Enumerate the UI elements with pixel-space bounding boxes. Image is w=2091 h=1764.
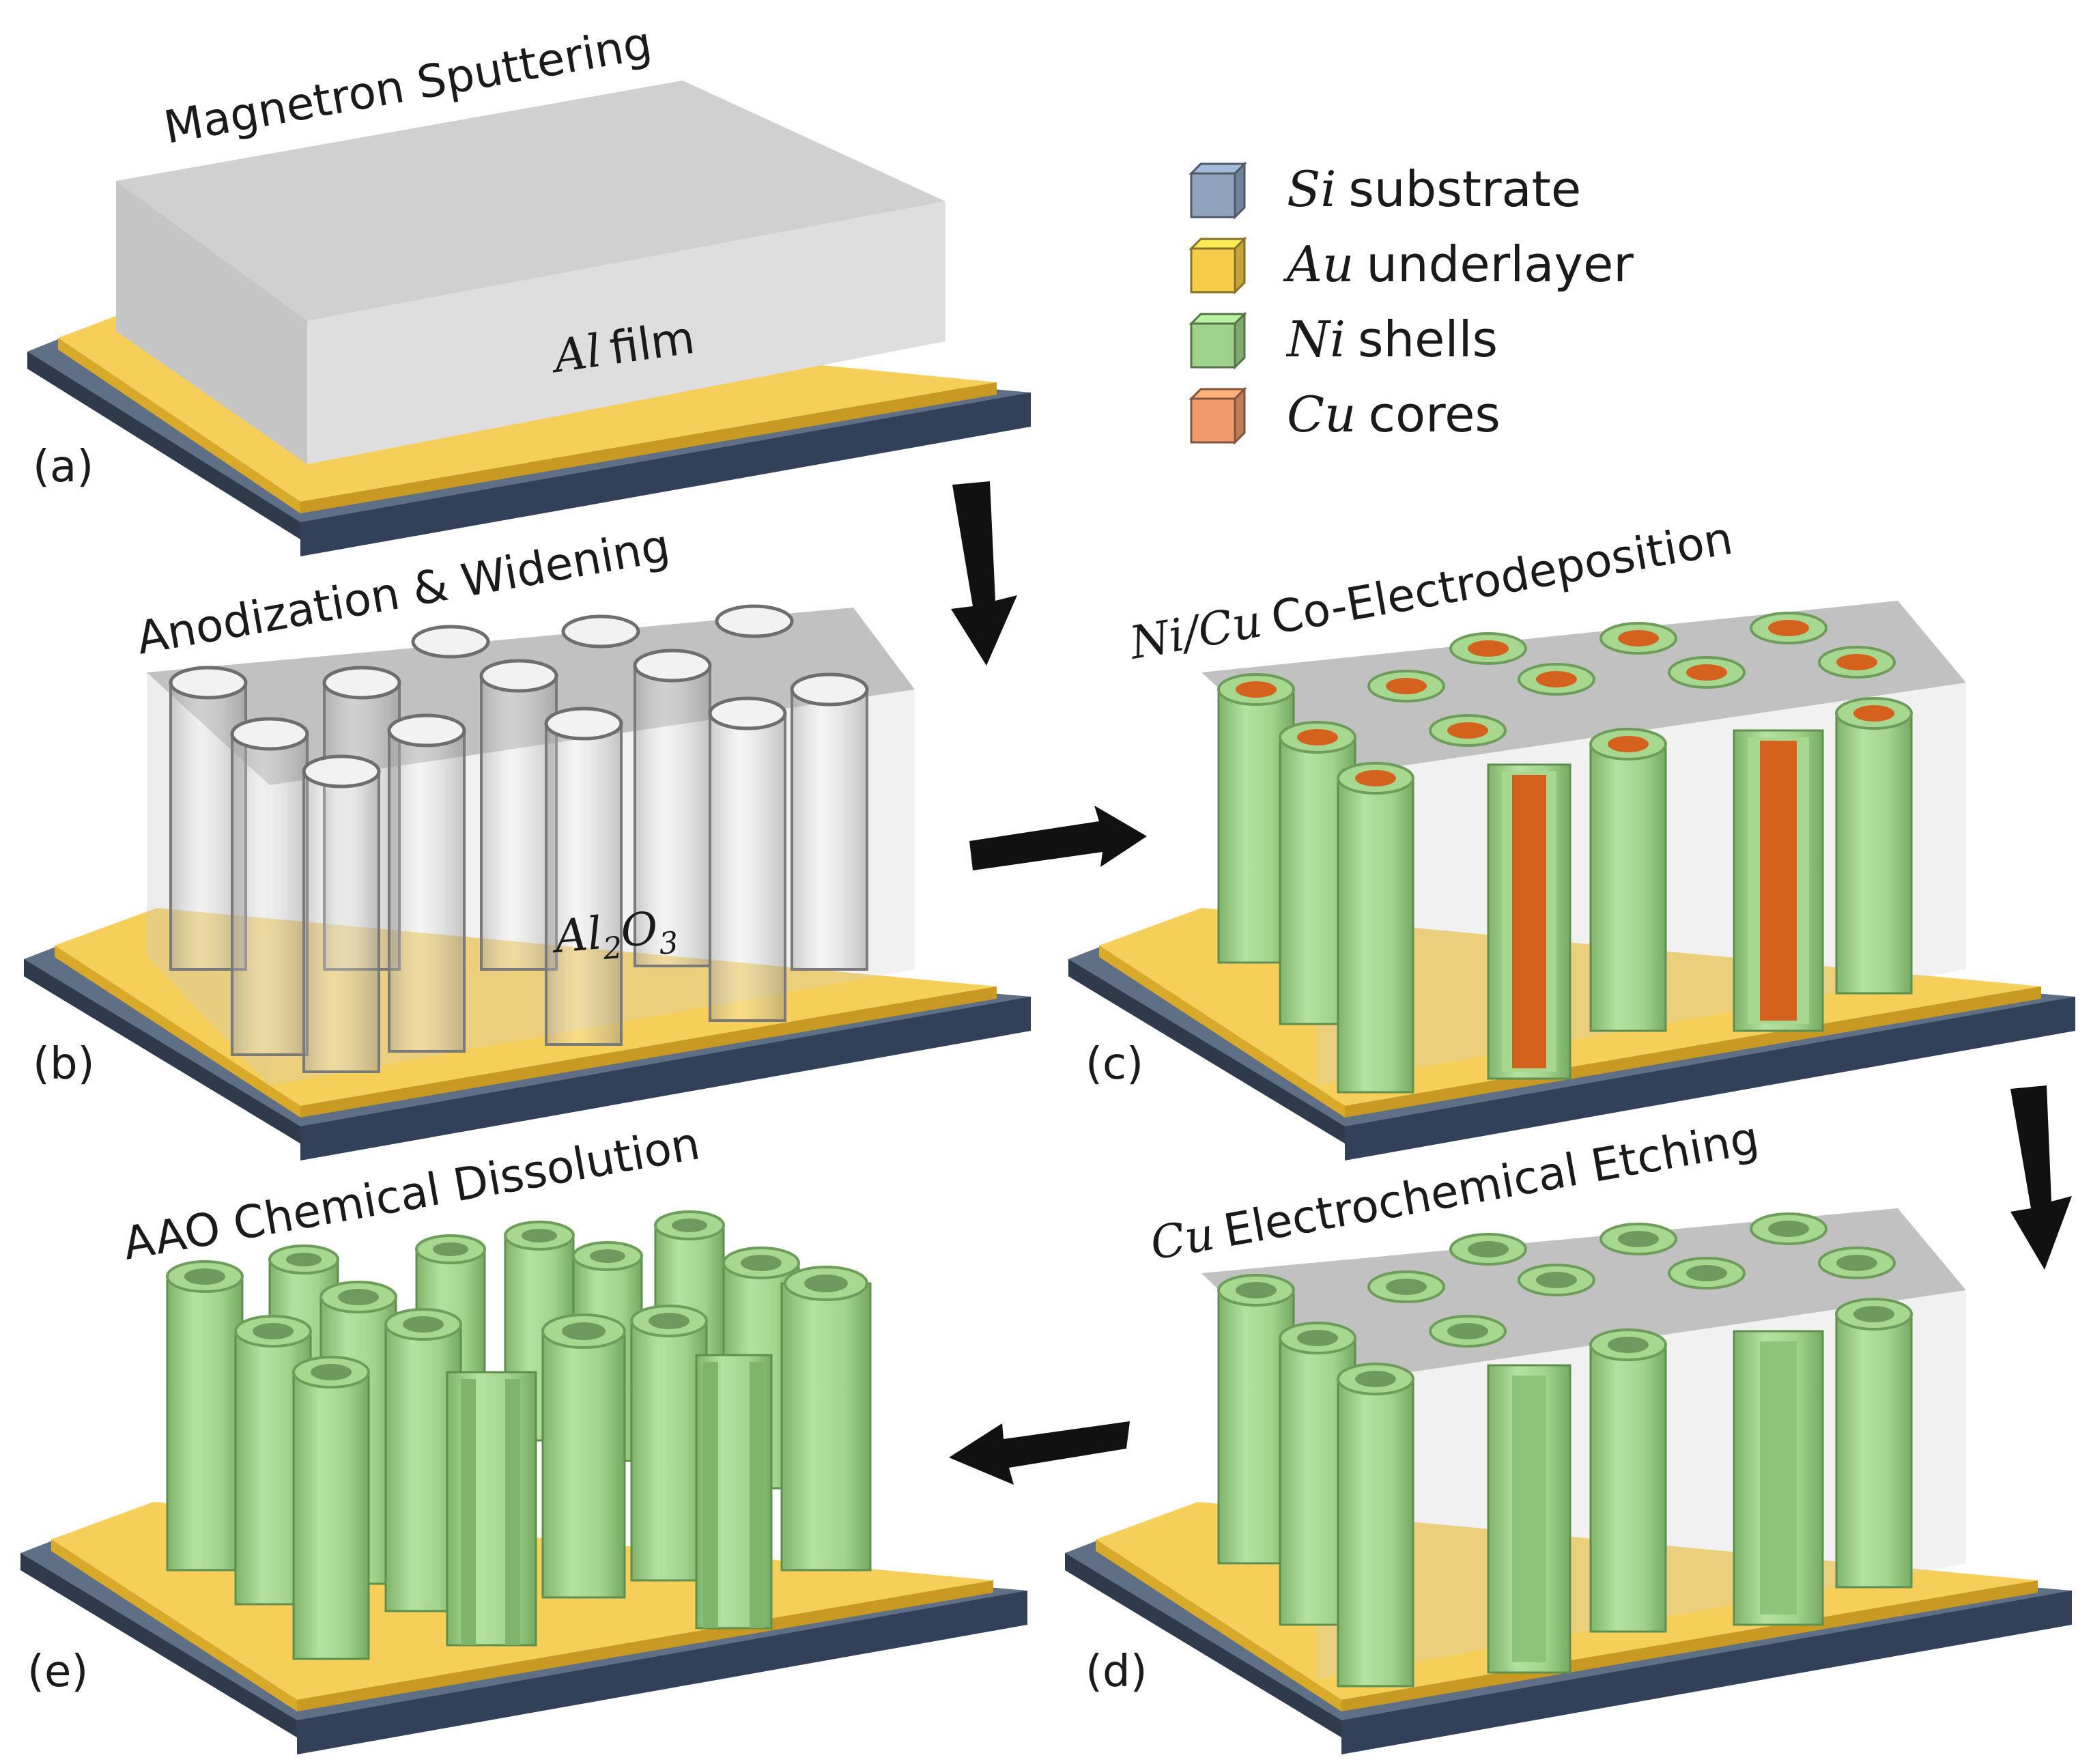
panel-e-letter: (e) [27, 1647, 88, 1697]
panel-a-letter: (a) [33, 442, 94, 492]
half-cut-tubes [461, 1362, 765, 1645]
arrow-a-to-b [951, 481, 1017, 666]
panel-b-inner-label: Al2O3 [549, 900, 680, 971]
ni-shells [1217, 1289, 1913, 1688]
cube-icon [1189, 386, 1247, 445]
etched-hollow-cuts [1512, 1341, 1797, 1662]
arrow-c-to-d [2010, 1085, 2072, 1270]
panel-e [20, 1210, 1027, 1754]
shell-tops [1217, 1212, 1913, 1395]
cu-cores-cut [1502, 737, 1809, 1072]
panel-b-letter: (b) [33, 1039, 95, 1090]
cube-icon [1189, 236, 1247, 295]
panel-a-inner-label: Alfilm [547, 311, 698, 384]
panel-d [1065, 1208, 2072, 1754]
shell-tops [1217, 612, 1913, 795]
tube-tops [166, 1210, 868, 1389]
al-film-block [116, 81, 945, 464]
arrow-d-to-e [949, 1421, 1130, 1485]
panel-c [1068, 601, 2075, 1161]
arrow-b-to-c [969, 806, 1147, 870]
pore-openings [169, 604, 869, 788]
panel-c-letter: (c) [1085, 1039, 1143, 1090]
alumina-template [147, 604, 915, 1085]
cube-icon [1189, 161, 1247, 220]
panel-a [27, 81, 1031, 556]
cube-icon [1189, 311, 1247, 370]
panel-d-letter: (d) [1085, 1647, 1148, 1697]
panel-b [24, 604, 1031, 1161]
